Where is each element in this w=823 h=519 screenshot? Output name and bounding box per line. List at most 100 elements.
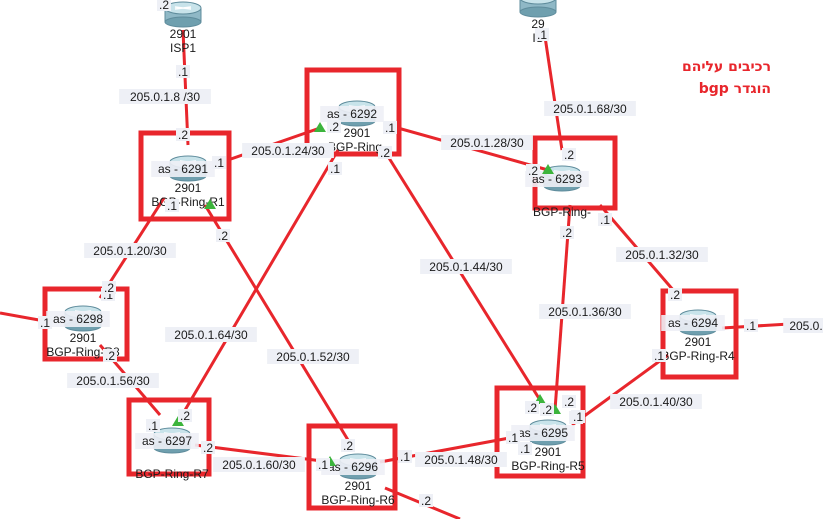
svg-text:.2: .2 — [421, 494, 431, 508]
subnet-label: 205.0.1.52/30 — [267, 349, 359, 364]
link-r4-r5[interactable] — [571, 353, 669, 427]
router-name: ISP1 — [170, 41, 196, 55]
subnet-label: 205.0.1.32/30 — [616, 247, 708, 262]
svg-text:205.0.1.24/30: 205.0.1.24/30 — [251, 144, 325, 158]
router-name: BGP-Ring-R6 — [321, 493, 395, 507]
bgp-note-line2: הוגדר bgp — [698, 81, 771, 97]
interface-label: .1 — [383, 121, 397, 135]
svg-text:205.0.1.68/30: 205.0.1.68/30 — [553, 102, 627, 116]
interface-label: .2 — [178, 409, 192, 423]
svg-text:205.0.1.32/30: 205.0.1.32/30 — [625, 248, 699, 262]
svg-text:.2: .2 — [329, 120, 339, 134]
router-model: 2901 — [170, 27, 197, 41]
interface-label: .2 — [341, 439, 355, 453]
highlight-boxes-layer — [42, 67, 739, 511]
interface-label: .2 — [378, 146, 392, 160]
link-isp1-r1[interactable] — [181, 29, 190, 146]
svg-text:.1: .1 — [600, 213, 610, 227]
svg-text:205.0.1.60/30: 205.0.1.60/30 — [222, 458, 296, 472]
svg-text:205.0.1.28/30: 205.0.1.28/30 — [450, 136, 524, 150]
subnet-label: 205.0.1.68/30 — [544, 101, 636, 116]
interface-label: .2 — [216, 229, 230, 243]
svg-text:.2: .2 — [562, 226, 572, 240]
highlight-box-r6 — [306, 423, 398, 511]
router-model: 2901 — [344, 126, 371, 140]
interface-label: .1 — [744, 319, 758, 333]
as-label: as - 6292 — [327, 107, 377, 121]
interface-label: .1 — [328, 162, 342, 176]
svg-text:205.0.1.56/30: 205.0.1.56/30 — [76, 374, 150, 388]
subnet-label: 205.0.1.40/30 — [610, 394, 702, 409]
link-r2-r5[interactable] — [382, 149, 542, 401]
interface-label: .2 — [327, 120, 341, 134]
svg-text:205.0.1.8 /30: 205.0.1.8 /30 — [130, 90, 200, 104]
svg-text:.2: .2 — [564, 148, 574, 162]
svg-text:.2: .2 — [178, 128, 188, 142]
svg-text:.1: .1 — [40, 316, 50, 330]
as-label: as - 6297 — [142, 434, 192, 448]
link-status-up-icon — [204, 199, 216, 209]
interface-label: .2 — [102, 281, 116, 295]
interface-label: .1 — [518, 442, 532, 456]
svg-text:.2: .2 — [670, 288, 680, 302]
as-label: as - 6295 — [518, 426, 568, 440]
router-name: BGP-Ring-R7 — [135, 467, 209, 481]
subnet-label: 205.0.1.48/30 — [415, 452, 507, 467]
router-model: 29 — [531, 17, 545, 31]
router-model: 2901 — [345, 479, 372, 493]
interface-label: .2 — [560, 226, 574, 240]
highlight-box-r7 — [126, 397, 212, 477]
interface-label: .2 — [157, 0, 171, 12]
link-status-up-icon — [542, 164, 554, 174]
svg-text:.1: .1 — [330, 162, 340, 176]
bgp-note: רכיבים עליהם הוגדר bgp — [682, 56, 771, 100]
svg-text:.2: .2 — [203, 441, 213, 455]
link-isp2-r3[interactable] — [542, 29, 564, 151]
as-label: as - 6291 — [158, 162, 208, 176]
svg-text:.1: .1 — [103, 288, 113, 302]
subnet-label: 205.0.1.36/30 — [539, 304, 631, 319]
interface-label: .2 — [668, 288, 682, 302]
router-name: BGP-Ring-R5 — [511, 459, 585, 473]
svg-text:.2: .2 — [564, 395, 574, 409]
svg-text:205.0.1.36/30: 205.0.1.36/30 — [548, 305, 622, 319]
svg-text:.2: .2 — [343, 439, 353, 453]
svg-text:.1: .1 — [573, 410, 583, 424]
svg-text:.1: .1 — [318, 458, 328, 472]
interface-label: .1 — [316, 458, 330, 472]
subnet-label: 205.0.1.20/30 — [84, 243, 176, 258]
link-r2-r7[interactable] — [176, 149, 340, 423]
subnet-label: 205.0.1.60/30 — [213, 457, 305, 472]
svg-text:205.0.1.48/30: 205.0.1.48/30 — [424, 453, 498, 467]
router-name: BGP-Ring-R8 — [46, 345, 120, 359]
router-model: 2901 — [685, 335, 712, 349]
highlight-box-r4 — [660, 288, 739, 380]
link-r1-r6[interactable] — [203, 204, 350, 441]
svg-text:205.0.1.20/30: 205.0.1.20/30 — [93, 244, 167, 258]
router-name: BGP-Ring- — [328, 140, 386, 154]
svg-text:.2: .2 — [104, 281, 114, 295]
subnet-label: 205.0.1.28/30 — [441, 135, 533, 150]
as-label: as - 6294 — [668, 316, 718, 330]
interface-label: .2 — [562, 395, 576, 409]
as-label: as - 6296 — [328, 460, 378, 474]
bgp-note-line1: רכיבים עליהם — [681, 59, 771, 75]
svg-text:205.0.1.52/30: 205.0.1.52/30 — [276, 350, 350, 364]
interface-label: .2 — [176, 128, 190, 142]
interface-label: .1 — [535, 28, 549, 42]
interface-label: .1 — [506, 431, 520, 445]
router-name: BGP-Ring- — [533, 205, 591, 219]
router-icon — [164, 1, 202, 28]
router-model: 2901 — [535, 445, 562, 459]
interface-label: .2 — [526, 164, 540, 178]
svg-text:.2: .2 — [380, 146, 390, 160]
interface-label: .1 — [165, 199, 179, 213]
